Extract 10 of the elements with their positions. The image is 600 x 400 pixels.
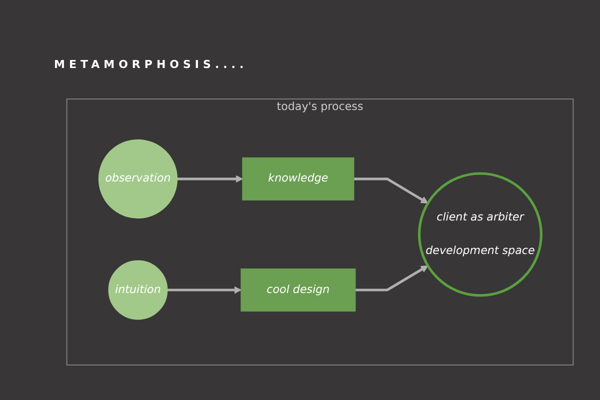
arrow [354, 178, 428, 204]
diagram-title: METAMORPHOSIS.... [54, 58, 248, 71]
arrow [355, 265, 428, 292]
node-circle: client as arbiter development space [418, 172, 542, 297]
node-box: cool design [240, 268, 356, 312]
node-box: knowledge [242, 157, 354, 200]
node-circle: intuition [108, 260, 168, 320]
arrow [167, 286, 242, 294]
node-circle: observation [98, 139, 178, 219]
arrow [177, 175, 243, 183]
